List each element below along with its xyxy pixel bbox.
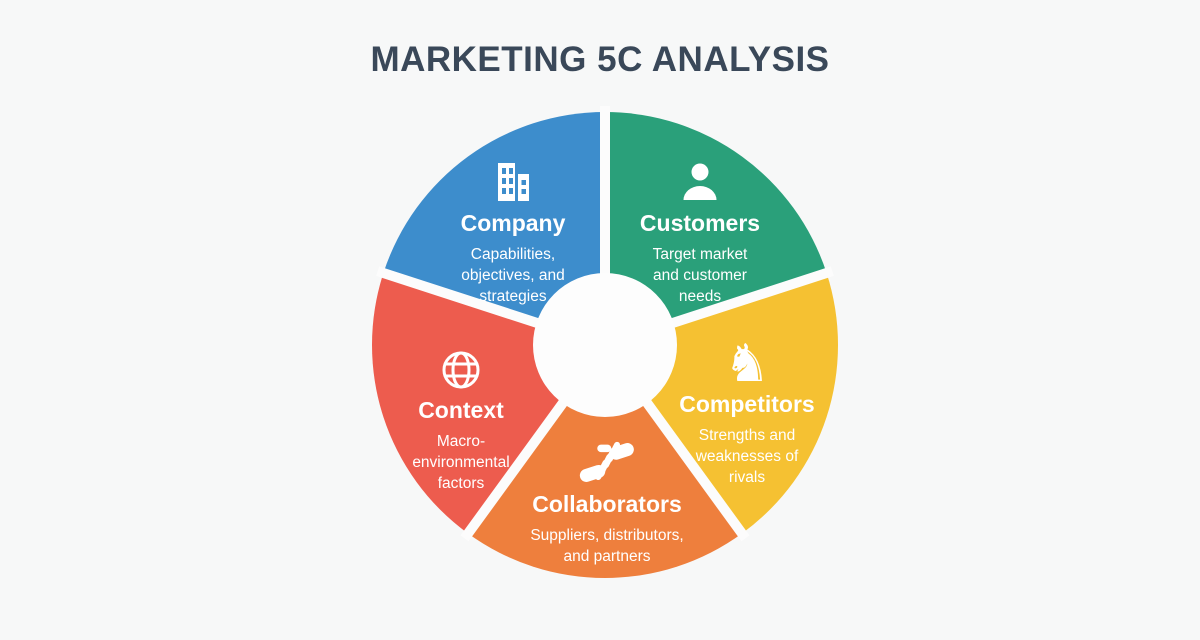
page-title: MARKETING 5C ANALYSIS: [370, 40, 830, 79]
donut-center: [533, 273, 677, 417]
